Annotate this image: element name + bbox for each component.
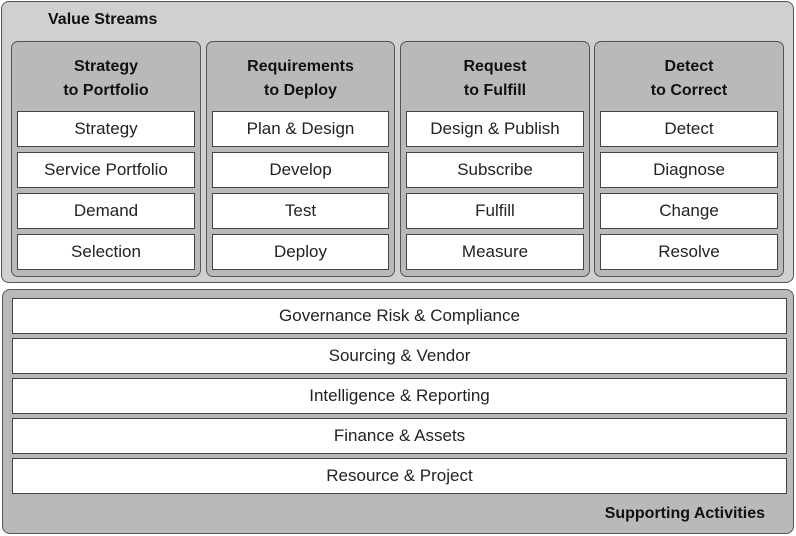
step-selection: Selection — [17, 234, 195, 270]
activity-intelligence-reporting: Intelligence & Reporting — [12, 378, 787, 414]
activity-governance-risk-compliance: Governance Risk & Compliance — [12, 298, 787, 334]
stream-title-line2: to Fulfill — [463, 82, 527, 99]
stream-title: Requirements to Deploy — [207, 55, 394, 103]
stream-title: Strategy to Portfolio — [12, 55, 200, 103]
step-plan-design: Plan & Design — [212, 111, 389, 147]
activity-finance-assets: Finance & Assets — [12, 418, 787, 454]
step-test: Test — [212, 193, 389, 229]
value-streams-panel: Value Streams Strategy to Portfolio Stra… — [1, 1, 794, 283]
step-service-portfolio: Service Portfolio — [17, 152, 195, 188]
supporting-activities-title: Supporting Activities — [604, 505, 765, 522]
stream-title-line2: to Correct — [650, 82, 728, 99]
stream-title: Request to Fulfill — [401, 55, 589, 103]
stream-title-line2: to Portfolio — [63, 82, 149, 99]
step-measure: Measure — [406, 234, 584, 270]
step-diagnose: Diagnose — [600, 152, 778, 188]
stream-requirements-to-deploy: Requirements to Deploy Plan & Design Dev… — [206, 41, 395, 277]
activity-sourcing-vendor: Sourcing & Vendor — [12, 338, 787, 374]
step-design-publish: Design & Publish — [406, 111, 584, 147]
stream-title-line1: Detect — [664, 58, 714, 75]
activity-resource-project: Resource & Project — [12, 458, 787, 494]
stream-detect-to-correct: Detect to Correct Detect Diagnose Change… — [594, 41, 784, 277]
stream-title-line1: Requirements — [247, 58, 354, 75]
stream-request-to-fulfill: Request to Fulfill Design & Publish Subs… — [400, 41, 590, 277]
stream-strategy-to-portfolio: Strategy to Portfolio Strategy Service P… — [11, 41, 201, 277]
step-strategy: Strategy — [17, 111, 195, 147]
step-detect: Detect — [600, 111, 778, 147]
stream-title-line2: to Deploy — [264, 82, 337, 99]
step-fulfill: Fulfill — [406, 193, 584, 229]
stream-title-line1: Strategy — [73, 58, 139, 75]
step-change: Change — [600, 193, 778, 229]
step-resolve: Resolve — [600, 234, 778, 270]
step-demand: Demand — [17, 193, 195, 229]
value-streams-title: Value Streams — [48, 11, 158, 28]
stream-title-line1: Request — [463, 58, 527, 75]
step-subscribe: Subscribe — [406, 152, 584, 188]
step-deploy: Deploy — [212, 234, 389, 270]
step-develop: Develop — [212, 152, 389, 188]
stream-title: Detect to Correct — [595, 55, 783, 103]
supporting-activities-panel: Governance Risk & Compliance Sourcing & … — [2, 289, 794, 534]
